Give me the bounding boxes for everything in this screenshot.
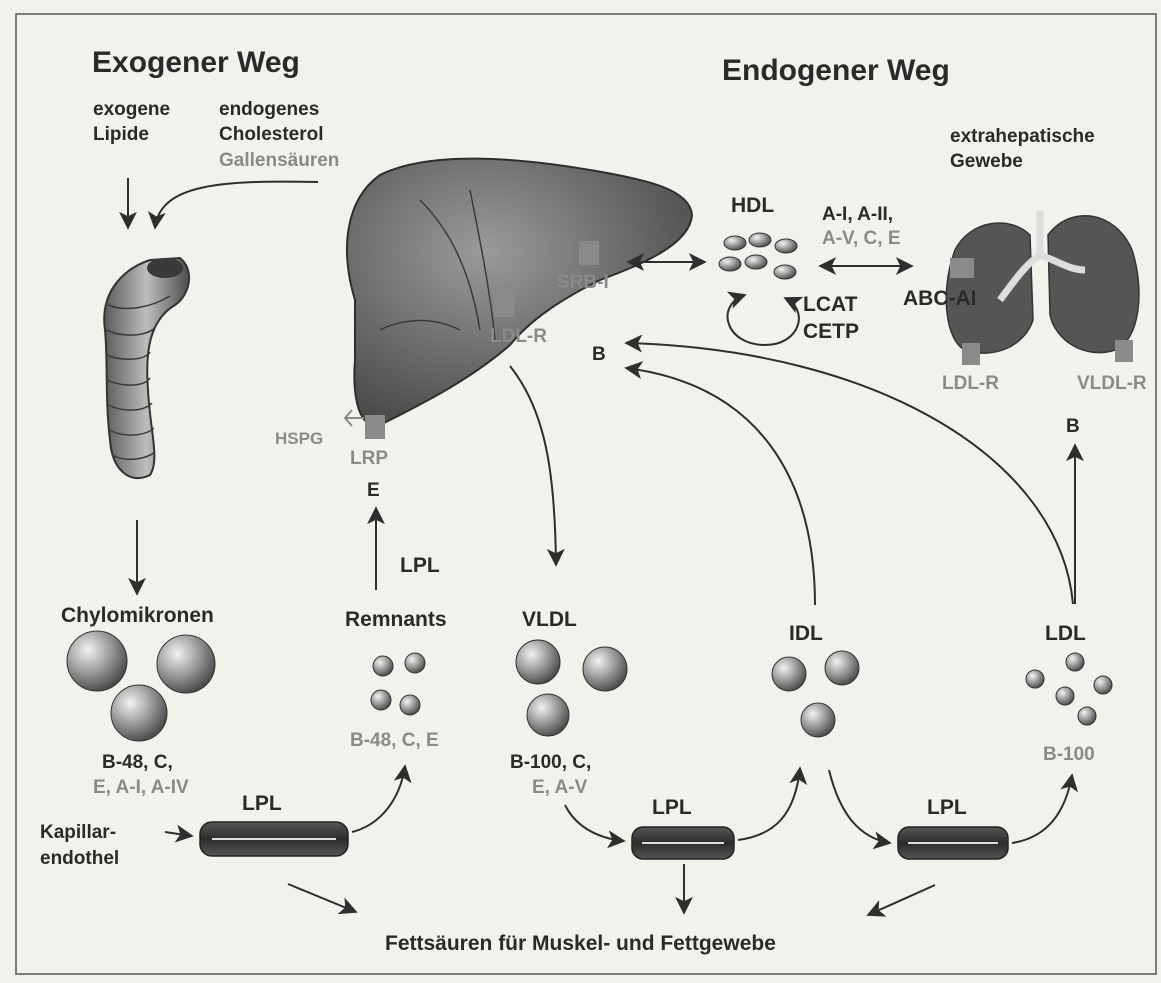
label-srb: SRB-I: [557, 272, 609, 293]
label-ldl: LDL: [1045, 622, 1086, 645]
label-cholesterol: Cholesterol: [219, 124, 324, 145]
label-lpl-3: LPL: [927, 796, 967, 819]
arrow-capillary-to-remnants: [352, 766, 405, 832]
label-endothel-1: Kapillar-: [40, 822, 116, 843]
liver-illustration: [347, 159, 692, 426]
label-vldlr: VLDL-R: [1077, 373, 1147, 394]
ldl-particles: [1026, 653, 1112, 725]
label-vldl: VLDL: [522, 608, 577, 631]
label-gallensaeuren: Gallensäuren: [219, 150, 339, 171]
receptor-lrp-icon: [365, 415, 385, 439]
label-abc: ABC-AI: [903, 287, 977, 310]
label-lipide: Lipide: [93, 124, 149, 145]
label-remnants-apo: B-48, C, E: [350, 730, 439, 751]
title-endogen: Endogener Weg: [722, 54, 950, 87]
chylomicron-particles: [67, 631, 215, 741]
label-lpl-1: LPL: [242, 792, 282, 815]
arrow-endogen-input: [155, 182, 318, 228]
label-remnants: Remnants: [345, 608, 447, 631]
label-vldl-apo2: E, A-V: [532, 777, 588, 798]
label-chylo-apo1: B-48, C,: [102, 752, 173, 773]
arrow-lcat-cycle: [728, 295, 799, 345]
label-lrp: LRP: [350, 448, 388, 469]
title-exogen: Exogener Weg: [92, 46, 300, 79]
label-endogenes: endogenes: [219, 99, 319, 120]
label-b-right: B: [1066, 416, 1080, 437]
capillary-tube-2: [632, 827, 734, 859]
vldl-particles: [516, 640, 627, 736]
label-lpl-up: LPL: [400, 554, 440, 577]
label-endothel-2: endothel: [40, 848, 119, 869]
label-exogene: exogene: [93, 99, 170, 120]
receptor-ldlr-liver-icon: [494, 293, 514, 317]
label-hspg: HSPG: [275, 429, 323, 448]
label-chylo: Chylomikronen: [61, 604, 214, 627]
label-hdl-apo2: A-V, C, E: [822, 228, 901, 249]
remnant-particles: [371, 653, 425, 715]
arrow-idl-into-capillary: [829, 770, 890, 843]
label-lpl-2: LPL: [652, 796, 692, 819]
capillary-tube-1: [200, 822, 348, 856]
label-ldl-apo: B-100: [1043, 744, 1095, 765]
receptor-abc-icon: [950, 258, 974, 278]
arrow-chylo-into-capillary: [165, 832, 192, 836]
label-cetp: CETP: [803, 320, 859, 343]
label-ldlr-tissue: LDL-R: [942, 373, 999, 394]
label-tissue-1: extrahepatische: [950, 126, 1095, 147]
arrow-fa-right: [868, 885, 935, 915]
idl-particles: [772, 651, 859, 737]
label-e: E: [367, 480, 380, 501]
capillary-tube-3: [898, 827, 1008, 859]
label-tissue-2: Gewebe: [950, 151, 1023, 172]
label-chylo-apo2: E, A-I, A-IV: [93, 777, 189, 798]
intestine-illustration: [104, 258, 189, 478]
label-lcat: LCAT: [803, 293, 858, 316]
receptor-vldlr-icon: [1115, 340, 1133, 362]
lung-illustration: [946, 210, 1139, 353]
label-idl: IDL: [789, 622, 823, 645]
label-hdl-apo1: A-I, A-II,: [822, 204, 893, 225]
arrow-liver-to-vldl: [510, 366, 556, 565]
label-hdl: HDL: [731, 194, 774, 217]
receptor-ldlr-tissue-icon: [962, 343, 980, 365]
hdl-particles: [719, 233, 797, 279]
arrow-idl-to-liver: [626, 368, 815, 605]
arrow-vldl-into-capillary: [565, 805, 624, 841]
label-fatty-acids: Fettsäuren für Muskel- und Fettgewebe: [385, 932, 776, 955]
arrow-capillary-to-idl: [738, 768, 800, 840]
arrow-fa-left: [288, 884, 356, 912]
label-vldl-apo1: B-100, C,: [510, 752, 591, 773]
label-b-mid: B: [592, 344, 606, 365]
receptor-srb-icon: [579, 241, 599, 265]
arrow-ldl-to-liver: [626, 343, 1073, 604]
arrow-capillary-to-ldl: [1012, 775, 1072, 843]
label-ldlr-liver: LDL-R: [490, 326, 547, 347]
